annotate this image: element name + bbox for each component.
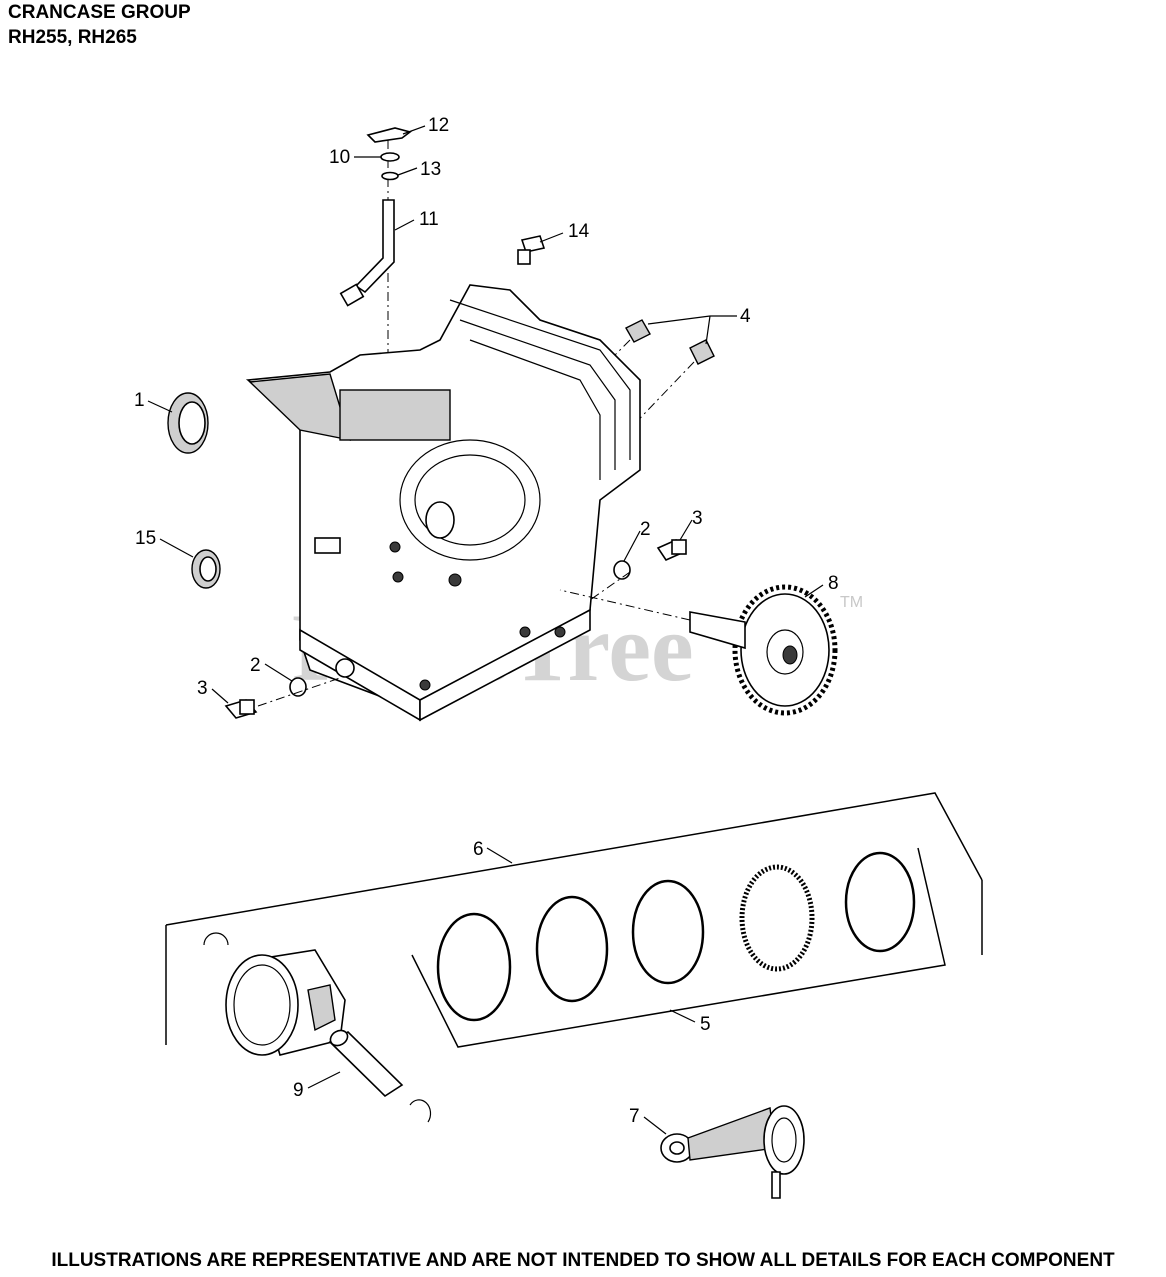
part-5-ring-set-frame (411, 847, 946, 1048)
part-1-oil-seal (167, 392, 209, 454)
piston (203, 932, 346, 1056)
callout-14: 14 (568, 221, 590, 242)
part-7-connecting-rod (660, 1105, 805, 1199)
governor-shaft-assembly (339, 127, 412, 360)
diagram-title: CRANCASE GROUP RH255, RH265 (8, 0, 191, 50)
part-11-shaft (354, 199, 395, 294)
callout-15: 15 (135, 528, 156, 549)
drain-plug-right (589, 538, 687, 601)
ring-3 (631, 879, 705, 985)
part-9-piston-pin (328, 1029, 432, 1123)
callout-9: 9 (293, 1080, 304, 1101)
part-12-clip (366, 127, 412, 143)
part-14-bolt (517, 235, 546, 265)
callout-5: 5 (700, 1014, 711, 1035)
callout-1: 1 (134, 390, 145, 411)
watermark-tm: TM (840, 594, 863, 611)
callout-2-right: 2 (640, 519, 651, 540)
callout-2-left: 2 (250, 655, 261, 676)
callout-leaders (147, 125, 824, 1135)
title-line-1: CRANCASE GROUP (8, 2, 191, 23)
part-6-piston-assembly-frame (165, 792, 983, 1045)
part-15-seal (191, 549, 221, 589)
part-10-washer (380, 152, 400, 162)
title-line-2: RH255, RH265 (8, 27, 137, 48)
callout-numbers: 12 10 13 11 14 4 1 15 2 3 8 2 3 6 5 9 7 (134, 115, 839, 1127)
callout-11: 11 (419, 209, 439, 230)
callout-4: 4 (740, 306, 751, 327)
callout-8: 8 (828, 573, 839, 594)
callout-10: 10 (329, 147, 350, 168)
crankcase-body (245, 284, 641, 722)
footer-disclaimer: ILLUSTRATIONS ARE REPRESENTATIVE AND ARE… (51, 1250, 1115, 1271)
ring-1 (436, 912, 512, 1022)
drain-plug-left (224, 677, 341, 719)
callout-6: 6 (473, 839, 484, 860)
callout-12: 12 (428, 115, 449, 136)
callout-13: 13 (420, 159, 441, 180)
ring-4-oil-ring (739, 864, 815, 972)
part-8-camshaft-gear (559, 584, 838, 716)
part-13-washer (381, 171, 399, 181)
callout-7: 7 (629, 1106, 640, 1127)
ring-5 (844, 851, 916, 953)
ring-2 (535, 895, 609, 1003)
callout-3-left: 3 (197, 678, 208, 699)
callout-3-right: 3 (692, 508, 703, 529)
